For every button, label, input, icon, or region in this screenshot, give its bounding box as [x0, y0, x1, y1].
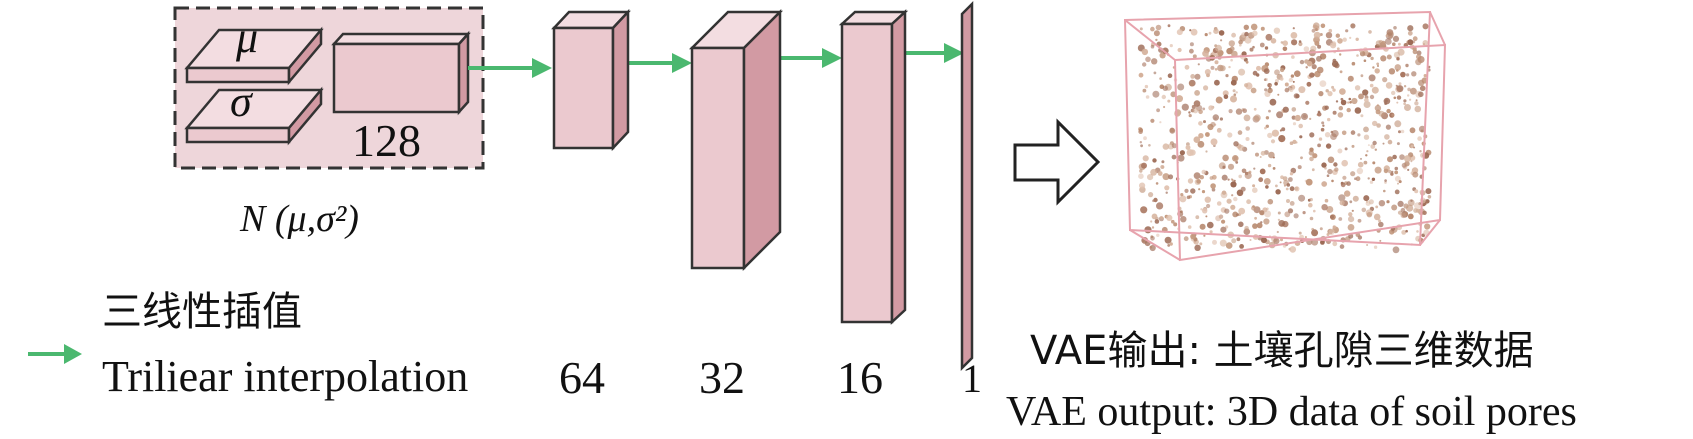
layer-block-16 — [838, 9, 909, 325]
mu-slab — [184, 26, 324, 86]
output-caption-zh: VAE输出: 土壤孔隙三维数据 — [1030, 328, 1534, 374]
legend-green-arrow-icon — [28, 344, 82, 364]
legend-label-en: Triliear interpolation — [102, 352, 469, 401]
latent-size-label: 128 — [352, 115, 421, 166]
distribution-label: N (μ,σ²) — [240, 198, 359, 240]
arrow-latent-to-64 — [468, 58, 552, 78]
sigma-symbol: σ — [230, 77, 252, 126]
output-caption-en: VAE output: 3D data of soil pores — [1006, 389, 1577, 435]
pore-particles — [1137, 22, 1432, 254]
layer-size-label-32: 32 — [699, 352, 745, 403]
legend-label-zh: 三线性插值 — [102, 289, 302, 335]
latent-vector-block — [331, 30, 471, 116]
layer-block-1 — [960, 0, 974, 372]
layer-size-label-1: 1 — [962, 356, 982, 401]
layer-size-label-64: 64 — [559, 352, 605, 403]
arrow-16-to-1 — [905, 43, 964, 63]
layer-block-64 — [551, 8, 631, 152]
soil-pore-cube — [1123, 10, 1447, 262]
arrow-32-to-16 — [780, 48, 842, 68]
layer-size-label-16: 16 — [837, 352, 883, 403]
sigma-slab — [184, 86, 324, 146]
mu-symbol: μ — [236, 13, 259, 62]
layer-block-32 — [688, 8, 784, 272]
output-arrow-icon — [1013, 118, 1101, 206]
arrow-64-to-32 — [628, 53, 692, 73]
